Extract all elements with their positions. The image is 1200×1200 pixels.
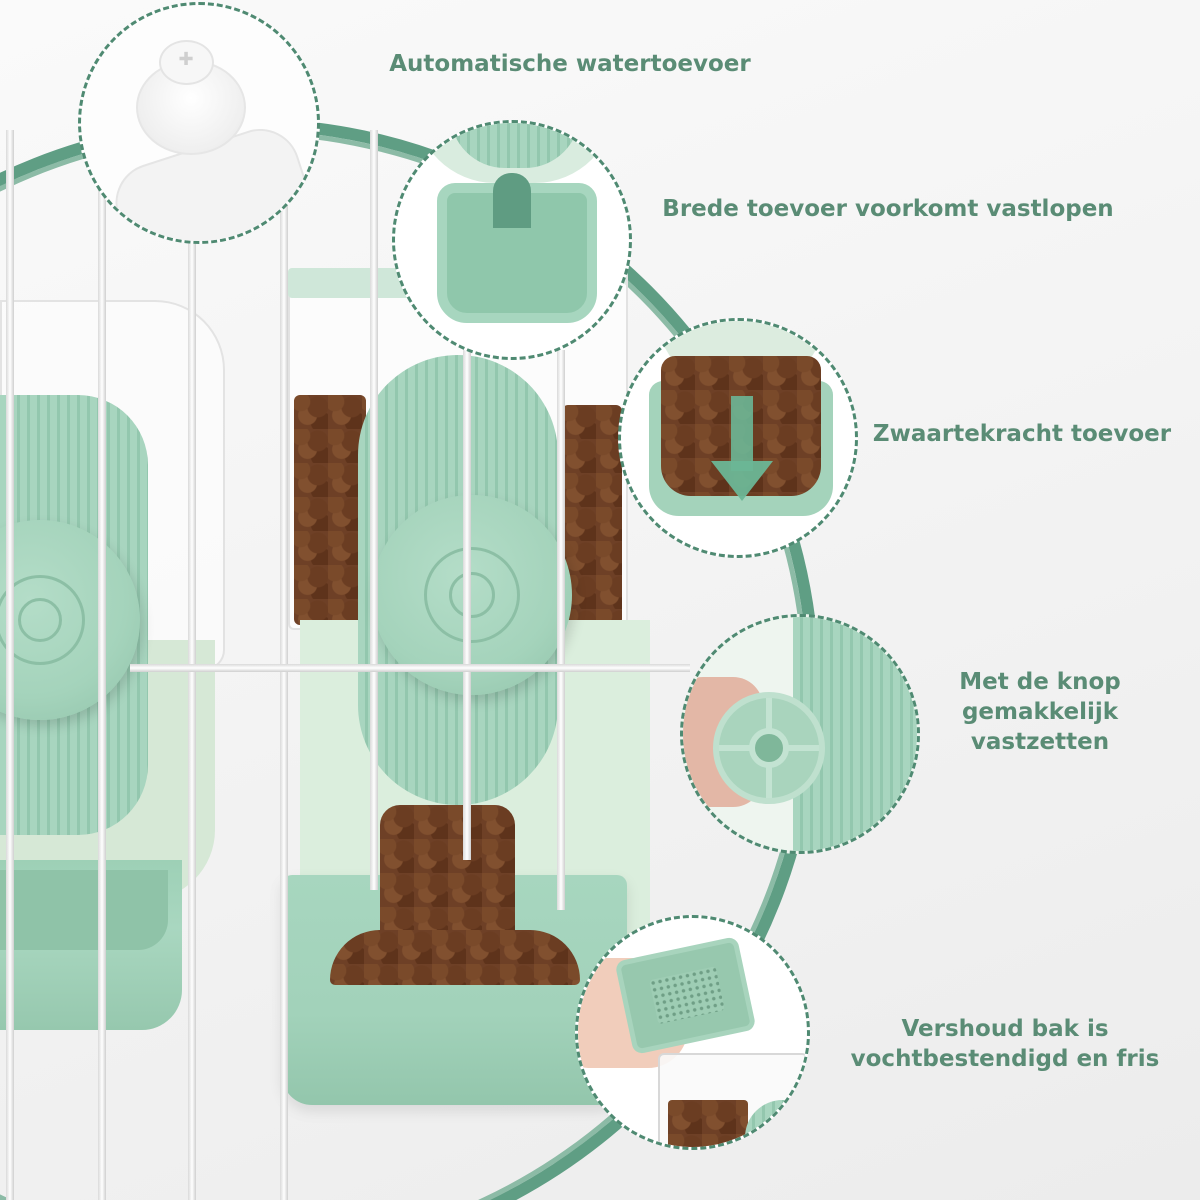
cage-bar — [188, 120, 196, 1200]
callout-water-cap: ✚ — [78, 2, 320, 244]
down-arrow-head — [711, 461, 773, 501]
feature-label-knob: Met de knop gemakkelijk vastzetten — [935, 668, 1145, 758]
cage-bar — [280, 200, 288, 1200]
vent-lid-icon — [649, 966, 725, 1025]
callout-fresh-container — [575, 915, 810, 1150]
label-line: vochtbestendigd en fris — [850, 1045, 1160, 1072]
kibble-left — [294, 395, 366, 625]
cage-bar — [557, 350, 565, 910]
food-unit-knob — [372, 495, 572, 695]
feeder-bowl-icon — [437, 183, 597, 323]
mounting-knob-icon — [713, 692, 825, 804]
water-bottle-cap-icon: ✚ — [178, 49, 194, 70]
callout-mounting-knob — [680, 614, 920, 854]
cage-bar — [463, 350, 471, 860]
kibble-spill — [330, 930, 580, 985]
callout-gravity-feed — [618, 318, 858, 558]
cage-bar — [6, 130, 14, 1200]
feature-label-gravity: Zwaartekracht toevoer — [872, 421, 1172, 447]
callout-wide-feed — [392, 120, 632, 360]
feature-label-fresh: Vershoud bak is vochtbestendigd en fris — [850, 1015, 1160, 1075]
water-bowl — [0, 860, 182, 1030]
vented-lid — [614, 936, 757, 1055]
feature-label-wide-feed: Brede toevoer voorkomt vastlopen — [662, 196, 1114, 222]
label-line: vastzetten — [970, 728, 1110, 755]
cage-bar — [370, 130, 378, 890]
storage-box — [658, 1053, 807, 1147]
label-line: Met de knop — [959, 669, 1121, 695]
down-arrow-icon — [731, 396, 753, 471]
kibble-right — [562, 405, 622, 625]
label-line: Vershoud bak is — [901, 1016, 1109, 1042]
feed-slot — [493, 173, 531, 228]
feature-label-water: Automatische watertoevoer — [389, 51, 751, 77]
label-line: gemakkelijk — [961, 698, 1119, 725]
bottle-valve — [159, 40, 214, 85]
cage-crossbar — [130, 664, 690, 672]
food-container-lid — [288, 268, 416, 298]
cage-bar — [98, 120, 106, 1200]
